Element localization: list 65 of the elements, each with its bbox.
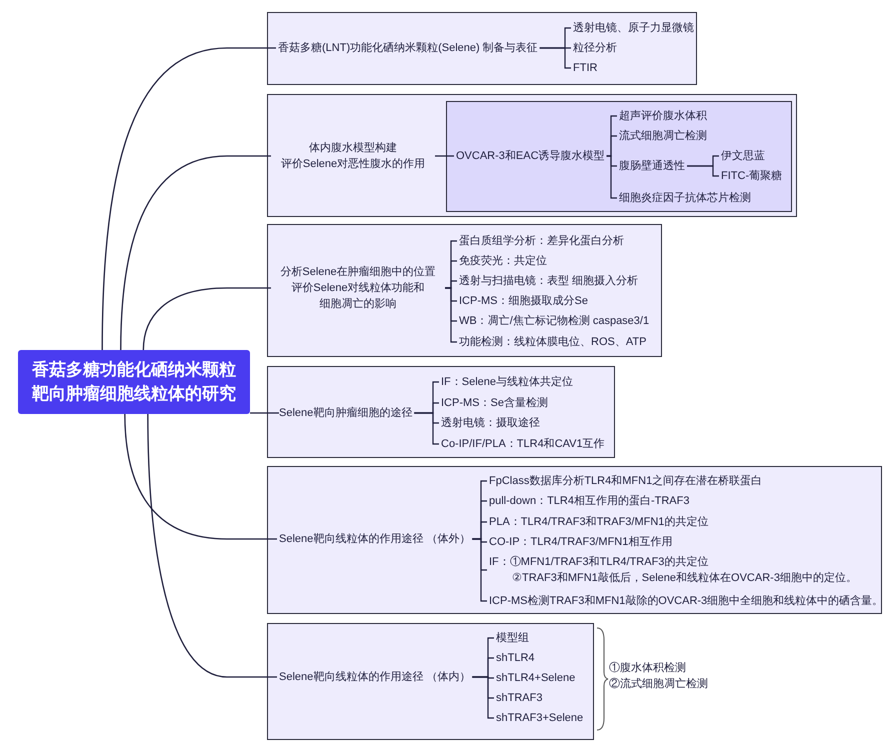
branch-text: 功能检测：线粒体膜电位、ROS、ATP (459, 334, 646, 350)
group-panel (267, 94, 797, 217)
branch-text: shTLR4 (496, 650, 535, 666)
topic-text: 分析Selene在肿瘤细胞中的位置 (279, 264, 437, 280)
connector-line (250, 412, 279, 414)
note-text: ②流式细胞凋亡检测 (609, 676, 708, 692)
connector-line (124, 414, 277, 540)
branch-text: 伊文思蓝 (721, 148, 765, 164)
branch-text: 细胞炎症因子抗体芯片检测 (619, 190, 751, 206)
topic-text: Selene靶向线粒体的作用途径 （体内） (279, 669, 470, 685)
branch-text: ②TRAF3和MFN1敲低后，Selene和线粒体在OVCAR-3细胞中的定位。 (511, 570, 857, 586)
connector-line (445, 287, 457, 343)
branch-text: 超声评价腹水体积 (619, 108, 707, 124)
connector-line (472, 676, 494, 719)
connector-line (606, 155, 617, 199)
branch-text: FTIR (573, 60, 598, 76)
branch-text: 模型组 (496, 630, 529, 646)
group-panel (267, 224, 662, 357)
group-panel (267, 366, 615, 458)
branch-text: PLA：TLR4/TRAF3和TRAF3/MFN1的共定位 (489, 514, 708, 530)
connector-line (687, 165, 719, 177)
subgroup-panel (446, 101, 792, 212)
topic-text: Selene靶向线粒体的作用途径 （体外） (279, 531, 470, 547)
note-text: ①腹水体积检测 (609, 660, 686, 676)
topic-text: Selene靶向肿瘤细胞的途径 (279, 405, 412, 421)
branch-text: 透射电镜：摄取途径 (441, 415, 540, 431)
topic-text: 细胞凋亡的影响 (318, 296, 398, 312)
branch-text: ICP-MS检测TRAF3和MFN1敲除的OVCAR-3细胞中全细胞和线粒体中的硒含量。 (489, 593, 884, 609)
central-topic-box: 香菇多糖功能化硒纳米颗粒靶向肿瘤细胞线粒体的研究 (18, 350, 250, 414)
connector-line (435, 155, 454, 157)
branch-text: IF：①MFN1/TRAF3和TLR4/TRAF3的共定位 (489, 554, 710, 570)
branch-text: CO-IP：TLR4/TRAF3/MFN1相互作用 (489, 534, 672, 550)
branch-text: shTRAF3+Selene (496, 710, 584, 726)
branch-text: IF：Selene与线粒体共定位 (441, 374, 574, 390)
topic-text: 评价Selene对恶性腹水的作用 (280, 157, 426, 172)
branch-text: WB：凋亡/焦亡标记物检测 caspase3/1 (459, 313, 650, 329)
group-panel (267, 12, 697, 85)
topic-text: 香菇多糖(LNT)功能化硒纳米颗粒(Selene) 制备与表征 (278, 40, 538, 56)
branch-text: 免疫荧光：共定位 (459, 253, 547, 269)
group-panel (267, 466, 882, 614)
branch-text: Co-IP/IF/PLA：TLR4和CAV1互作 (441, 436, 605, 452)
branch-text: ICP-MS：Se含量检测 (441, 395, 548, 411)
branch-text: ICP-MS：细胞摄取成分Se (459, 293, 588, 309)
connector-line (540, 47, 571, 69)
branch-text: FpClass数据库分析TLR4和MFN1之间存在潜在桥联蛋白 (489, 473, 762, 489)
group-panel (267, 623, 594, 740)
connector-line (120, 155, 271, 350)
branch-text: pull-down：TLR4相互作用的蛋白-TRAF3 (489, 493, 690, 509)
topic-text: 体内腹水模型构建 (308, 141, 398, 156)
connector-line (147, 414, 277, 678)
branch-text: shTLR4+Selene (496, 670, 576, 686)
topic-text: 评价Selene对线粒体功能和 (290, 281, 426, 296)
branch-text: 粒径分析 (573, 40, 617, 56)
branch-text: 腹肠壁通透性 (619, 158, 685, 174)
branch-text: 透射与扫描电镜：表型 细胞摄入分析 (459, 273, 638, 289)
connector-line (472, 538, 487, 602)
branch-text: 透射电镜、原子力显微镜 (573, 20, 694, 36)
branch-text: shTRAF3 (496, 690, 542, 706)
connector-line (142, 287, 271, 350)
branch-text: FITC-葡聚糖 (721, 168, 782, 184)
branch-text: 流式细胞凋亡检测 (619, 128, 707, 144)
topic-text: OVCAR-3和EAC诱导腹水模型 (456, 148, 605, 164)
connector-line (102, 47, 276, 350)
branch-text: 蛋白质组学分析：差异化蛋白分析 (459, 233, 624, 249)
connector-line (414, 412, 439, 445)
